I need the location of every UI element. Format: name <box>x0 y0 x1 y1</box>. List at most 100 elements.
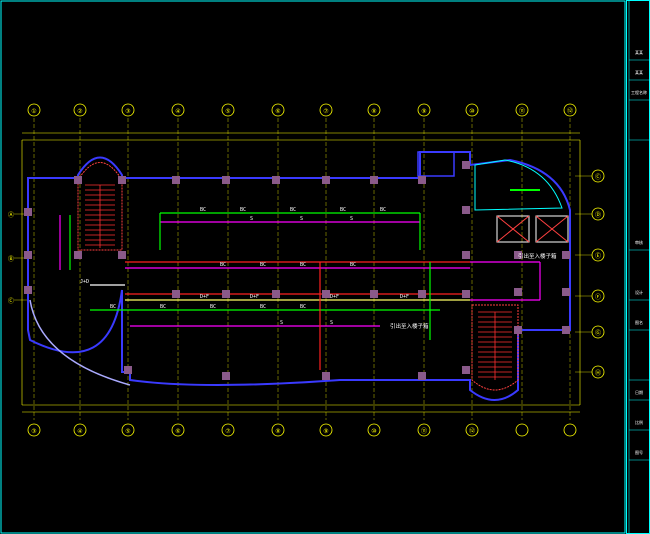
grid-bubble-top <box>171 103 185 117</box>
line-label: S <box>330 320 333 326</box>
grid-bubble-top <box>221 103 235 117</box>
grid-bubble-bottom <box>171 423 185 437</box>
grid-bubble-top-label: ⑥ <box>275 108 280 115</box>
grid-bubble-top-label: ⑧ <box>371 108 376 115</box>
grid-bubble-right-label: Ⓗ <box>595 369 601 377</box>
column <box>172 176 180 184</box>
column <box>222 290 230 298</box>
title-block-cell: 图号 <box>635 449 643 455</box>
stair-left <box>77 162 123 251</box>
column <box>272 176 280 184</box>
column <box>222 176 230 184</box>
grid-bubble-bottom-label: ⑤ <box>125 428 130 435</box>
grid-bubble-bottom <box>121 423 135 437</box>
grid-bubble-bottom-label: ⑦ <box>225 428 230 435</box>
grid-bubble-right <box>591 289 605 303</box>
stair-right <box>471 304 519 391</box>
grid-bubble-bottom <box>515 423 529 437</box>
column <box>562 326 570 334</box>
column <box>562 288 570 296</box>
grid-bubble-right <box>591 207 605 221</box>
title-block-cell: 审核 <box>635 239 643 245</box>
grid-bubble-top-label: ② <box>77 108 82 115</box>
grid-bubble-left-label: Ⓐ <box>8 211 14 219</box>
line-label: BC <box>110 304 116 310</box>
grid-bubble-top-label: ⑨ <box>421 108 426 115</box>
note-riser-right: 引出至入楼子箱 <box>518 252 557 260</box>
grid-bubble-bottom-label: ④ <box>77 428 82 435</box>
column <box>322 290 330 298</box>
grid-bubble-bottom <box>27 423 41 437</box>
title-block-cell: 比例 <box>635 419 643 425</box>
line-label: BC <box>260 304 266 310</box>
column <box>124 366 132 374</box>
grid-bubble-bottom-label: ③ <box>31 428 36 435</box>
line-label: BC <box>200 207 206 213</box>
column <box>272 290 280 298</box>
grid-bubble-left-label: Ⓒ <box>8 297 14 305</box>
grid-bubble-bottom-label: ⑥ <box>175 428 180 435</box>
grid-bubble-top <box>417 103 431 117</box>
line-label: S <box>250 216 253 222</box>
line-label: D+F <box>250 294 259 300</box>
column <box>118 251 126 259</box>
grid-bubble-top-label: ⑤ <box>225 108 230 115</box>
column <box>462 251 470 259</box>
grid-bubble-right-label: Ⓕ <box>595 293 601 301</box>
line-label: S <box>300 216 303 222</box>
line-label: BC <box>300 262 306 268</box>
grid-bubble-right-label: Ⓖ <box>595 329 601 337</box>
column <box>24 208 32 216</box>
column <box>74 176 82 184</box>
column <box>462 290 470 298</box>
line-label: BC <box>350 262 356 268</box>
line-label: BC <box>160 304 166 310</box>
column <box>322 176 330 184</box>
grid-bubble-bottom <box>563 423 577 437</box>
column <box>118 176 126 184</box>
title-block-cell: 设计 <box>635 289 643 295</box>
column <box>24 251 32 259</box>
elevator-shafts <box>496 215 569 243</box>
column <box>462 366 470 374</box>
grid-bubble-right-label: Ⓓ <box>595 211 601 219</box>
grid-bubble-bottom <box>73 423 87 437</box>
grid-bubble-top <box>515 103 529 117</box>
grid-bubble-top <box>367 103 381 117</box>
grid-bubble-top <box>319 103 333 117</box>
grid-bubble-bottom-label: ⑫ <box>469 427 475 435</box>
line-label: BC <box>220 262 226 268</box>
line-label: S <box>350 216 353 222</box>
line-label: BC <box>240 207 246 213</box>
grid-bubble-top-label: ① <box>31 108 36 115</box>
grid-bubble-top-label: ⑪ <box>519 107 525 115</box>
drawing-frame <box>0 0 626 534</box>
grid-bubble-bottom <box>271 423 285 437</box>
grid-bubble-bottom <box>417 423 431 437</box>
grid-bubble-bottom-label: ⑩ <box>371 428 376 435</box>
column <box>222 372 230 380</box>
line-label: BC <box>380 207 386 213</box>
grid-bubble-right <box>591 325 605 339</box>
title-block-cell: 日期 <box>635 389 643 395</box>
grid-bubble-top-label: ⑦ <box>323 108 328 115</box>
grid-bubble-bottom <box>465 423 479 437</box>
title-block-cell: 图名 <box>635 319 643 325</box>
title-block-cell: 工程名称 <box>631 89 647 95</box>
title-block-cell: 某某 <box>635 49 643 55</box>
grid-bubble-right <box>591 365 605 379</box>
line-label: S <box>280 320 283 326</box>
grid-bubble-bottom-label: ⑨ <box>323 428 328 435</box>
line-label: D+F <box>400 294 409 300</box>
note-riser-bottom: 引出至入楼子箱 <box>390 322 429 330</box>
column <box>462 161 470 169</box>
column <box>514 326 522 334</box>
grid-bubble-right <box>591 169 605 183</box>
column <box>172 290 180 298</box>
dimension-lines <box>21 132 581 413</box>
column <box>514 288 522 296</box>
line-label: BC <box>290 207 296 213</box>
